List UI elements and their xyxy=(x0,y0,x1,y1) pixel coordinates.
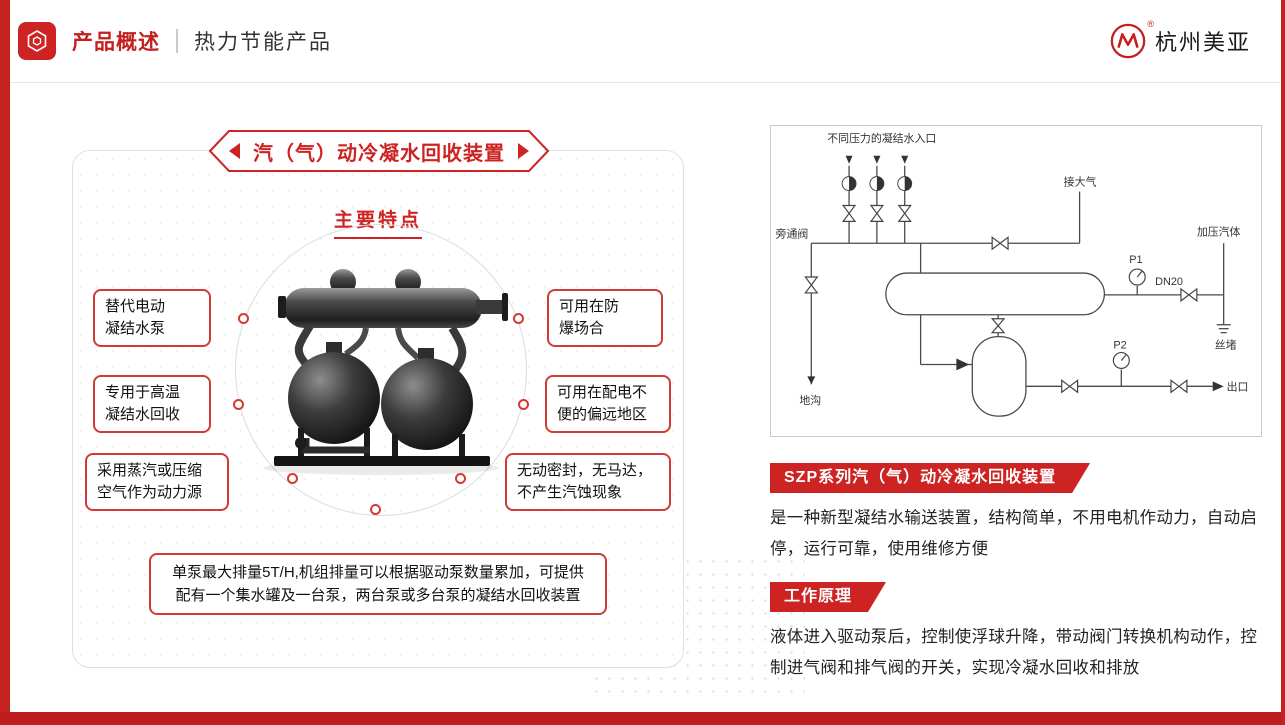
page-title: 产品概述 xyxy=(72,31,160,54)
brand-logo-icon: ® xyxy=(1109,19,1154,60)
left-red-bar xyxy=(0,0,10,725)
right-red-bar xyxy=(1281,0,1285,725)
connector-dot xyxy=(455,473,466,484)
connector-dot xyxy=(370,504,381,515)
feature-box: 无动密封，无马达， 不产生汽蚀现象 xyxy=(505,453,671,511)
connector-dot xyxy=(518,399,529,410)
feature-line: 便的偏远地区 xyxy=(557,406,648,423)
piping-diagram: 不同压力的凝结水入口 接大气 旁通阀 地沟 P1 DN20 加压汽体 丝堵 P2… xyxy=(776,131,1249,417)
header: 产品概述 热力节能产品 ® 杭州美亚 xyxy=(10,0,1281,82)
section-title-szp: SZP系列汽（气）动冷凝水回收装置 xyxy=(770,463,1090,493)
title-divider xyxy=(176,29,178,53)
feature-line: 采用蒸汽或压缩 xyxy=(97,461,203,479)
header-rule xyxy=(10,82,1281,83)
connector-dot xyxy=(513,313,524,324)
feature-line: 爆场合 xyxy=(559,320,605,337)
diagram-label-atmosphere: 接大气 xyxy=(1064,175,1097,189)
registered-mark: ® xyxy=(1147,19,1154,29)
feature-box: 替代电动 凝结水泵 xyxy=(93,289,211,347)
bottom-red-bar xyxy=(0,712,1285,725)
feature-line: 替代电动 xyxy=(105,297,166,315)
hexagon-box-icon xyxy=(18,22,56,60)
note-line: 配有一个集水罐及一台泵，两台泵或多台泵的凝结水回收装置 xyxy=(175,587,581,604)
feature-line: 无动密封，无马达， xyxy=(517,461,653,479)
feature-box: 专用于高温 凝结水回收 xyxy=(93,375,211,433)
note-line: 单泵最大排量5T/H,机组排量可以根据驱动泵数量累加，可提供 xyxy=(172,563,584,581)
diagram-label-bypass: 旁通阀 xyxy=(776,226,809,240)
diagram-label-p2: P2 xyxy=(1113,340,1126,352)
connector-dot xyxy=(238,313,249,324)
feature-box: 可用在防 爆场合 xyxy=(547,289,663,347)
brand-name: 杭州美亚 xyxy=(1154,30,1251,55)
feature-circle-outline xyxy=(235,224,527,516)
piping-diagram-panel: 不同压力的凝结水入口 接大气 旁通阀 地沟 P1 DN20 加压汽体 丝堵 P2… xyxy=(770,125,1262,437)
feature-line: 可用在配电不 xyxy=(557,383,648,401)
section-title-principle: 工作原理 xyxy=(770,582,886,612)
feature-line: 专用于高温 xyxy=(105,383,181,401)
connector-dot xyxy=(233,399,244,410)
feature-box: 可用在配电不 便的偏远地区 xyxy=(545,375,671,433)
feature-line: 不产生汽蚀现象 xyxy=(517,484,623,501)
diagram-label-outlet: 出口 xyxy=(1227,379,1249,393)
product-photo xyxy=(263,269,508,475)
connector-dot xyxy=(287,473,298,484)
feature-box: 采用蒸汽或压缩 空气作为动力源 xyxy=(85,453,229,511)
ribbon-title: 汽（气）动冷凝水回收装置 xyxy=(253,142,505,165)
product-feature-card: 汽（气）动冷凝水回收装置 主要特点 xyxy=(72,130,684,668)
diagram-label-p1: P1 xyxy=(1129,254,1142,266)
feature-line: 可用在防 xyxy=(559,297,620,315)
capacity-note: 单泵最大排量5T/H,机组排量可以根据驱动泵数量累加，可提供 配有一个集水罐及一… xyxy=(149,553,607,615)
diagram-label-inlet: 不同压力的凝结水入口 xyxy=(827,131,936,145)
feature-line: 凝结水泵 xyxy=(105,320,166,337)
brand-block: ® 杭州美亚 xyxy=(1109,19,1281,60)
page-subtitle: 热力节能产品 xyxy=(194,31,332,54)
diagram-label-plug: 丝堵 xyxy=(1215,338,1237,352)
diagram-label-dn20: DN20 xyxy=(1155,276,1183,288)
feature-line: 空气作为动力源 xyxy=(97,484,203,501)
section-body-principle: 液体进入驱动泵后，控制使浮球升降，带动阀门转换机构动作，控制进气阀和排气阀的开关… xyxy=(770,628,1258,677)
title-ribbon: 汽（气）动冷凝水回收装置 xyxy=(207,128,551,174)
diagram-label-pressurized: 加压汽体 xyxy=(1197,224,1241,238)
right-column: 不同压力的凝结水入口 接大气 旁通阀 地沟 P1 DN20 加压汽体 丝堵 P2… xyxy=(770,125,1262,683)
section-body-szp: 是一种新型凝结水输送装置，结构简单，不用电机作动力，自动启停，运行可靠，使用维修… xyxy=(770,509,1258,558)
feature-line: 凝结水回收 xyxy=(105,406,181,423)
diagram-label-ditch: 地沟 xyxy=(799,394,821,407)
